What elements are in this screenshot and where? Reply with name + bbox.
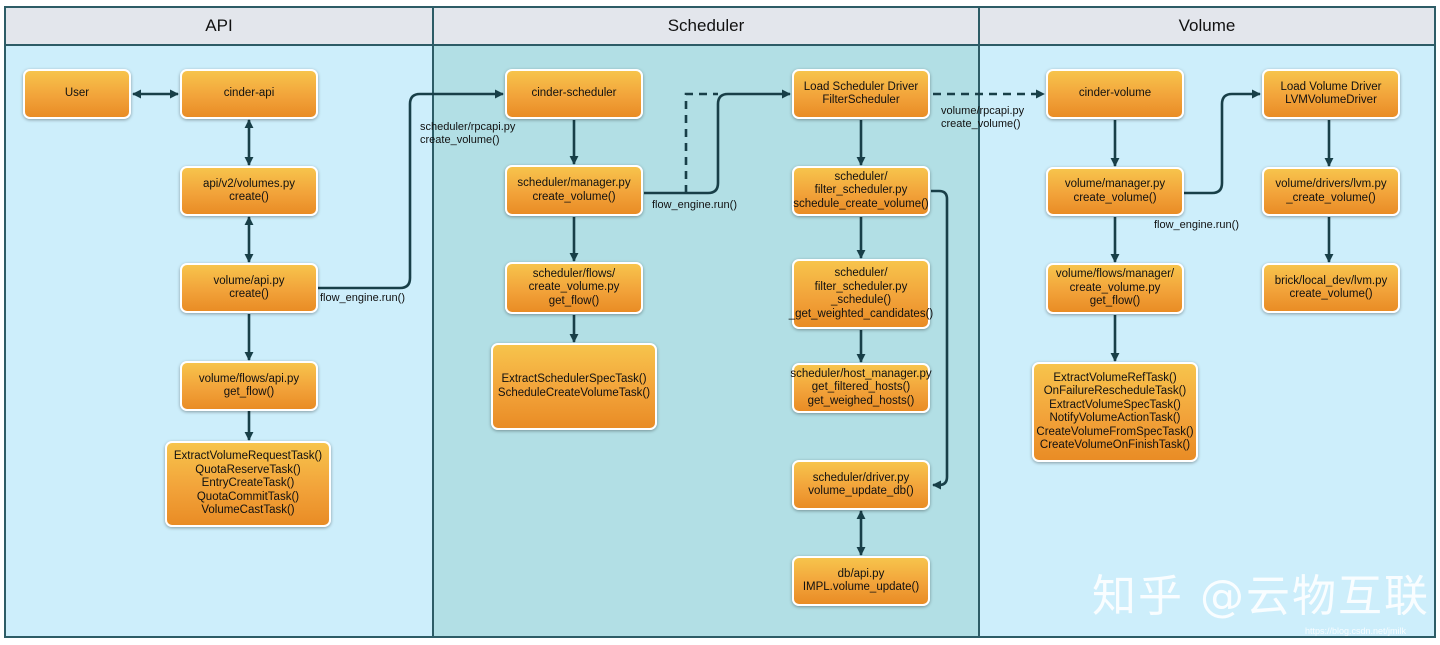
box-load-scheduler-driver: Load Scheduler Driver FilterScheduler [792, 69, 930, 119]
box-lvm-driver: volume/drivers/lvm.py _create_volume() [1262, 167, 1400, 216]
box-api-volumes: api/v2/volumes.py create() [180, 166, 318, 216]
label-volume-rpcapi: volume/rpcapi.py create_volume() [941, 105, 1025, 130]
label-flow-engine-api: flow_engine.run() [320, 292, 405, 304]
arrow-manager-to-driver-dashed [684, 92, 718, 193]
box-load-volume-driver: Load Volume Driver LVMVolumeDriver [1262, 69, 1400, 119]
box-scheduler-tasks: ExtractSchedulerSpecTask() ScheduleCreat… [491, 343, 657, 430]
box-volume-api: volume/api.py create() [180, 263, 318, 313]
label-scheduler-rpcapi: scheduler/rpcapi.py create_volume() [420, 121, 516, 146]
arrow-volume-api-to-scheduler [318, 89, 504, 290]
label-flow-engine-volume: flow_engine.run() [1154, 219, 1239, 231]
box-scheduler-driver: scheduler/driver.py volume_update_db() [792, 460, 930, 510]
box-host-manager: scheduler/host_manager.py get_filtered_h… [790, 363, 932, 413]
box-filter-schedule-internal: scheduler/ filter_scheduler.py _schedule… [789, 259, 933, 329]
box-brick-lvm: brick/local_dev/lvm.py create_volume() [1262, 263, 1400, 313]
box-volume-manager: volume/manager.py create_volume() [1046, 167, 1184, 216]
watermark-url: https://blog.csdn.net/jmilk [1305, 626, 1407, 636]
watermark-text: 知乎 @云物互联 [1092, 571, 1430, 622]
box-volume-tasks: ExtractVolumeRefTask() OnFailureReschedu… [1032, 362, 1198, 462]
box-scheduler-manager: scheduler/manager.py create_volume() [505, 165, 643, 216]
box-cinder-scheduler: cinder-scheduler [505, 69, 643, 119]
arrow-filter-to-driver-db [931, 189, 949, 490]
box-user: User [23, 69, 131, 119]
box-api-tasks: ExtractVolumeRequestTask() QuotaReserveT… [165, 441, 331, 527]
arrow-manager-to-driver-solid [644, 89, 791, 195]
box-cinder-api: cinder-api [180, 69, 318, 119]
box-scheduler-flows: scheduler/flows/ create_volume.py get_fl… [505, 262, 643, 314]
box-volume-flows-manager: volume/flows/manager/ create_volume.py g… [1046, 263, 1184, 314]
box-cinder-volume: cinder-volume [1046, 69, 1184, 119]
label-flow-engine-scheduler: flow_engine.run() [652, 199, 737, 211]
box-db-api: db/api.py IMPL.volume_update() [792, 556, 930, 606]
box-volume-flows-api: volume/flows/api.py get_flow() [180, 361, 318, 411]
box-filter-schedule-create: scheduler/ filter_scheduler.py schedule_… [792, 166, 930, 216]
arrow-volume-manager-to-driver [1183, 89, 1261, 195]
lane-scheduler-header: Scheduler [434, 8, 978, 46]
lane-api-header: API [6, 8, 432, 46]
lane-volume-header: Volume [980, 8, 1434, 46]
